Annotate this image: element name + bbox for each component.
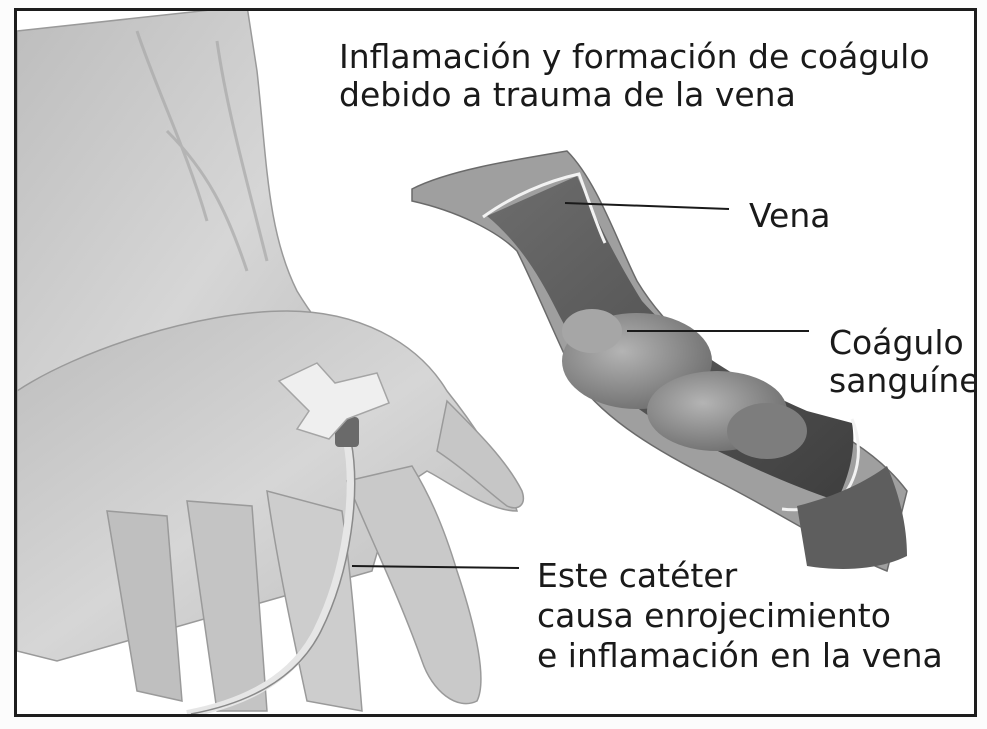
catheter-label: Este catéter causa enrojecimiento e infl… <box>537 556 943 676</box>
figure-frame: Inflamación y formación de coágulo debid… <box>14 8 977 717</box>
catheter-label-line-1: Este catéter <box>537 556 943 596</box>
figure-title-line-1: Inflamación y formación de coágulo <box>339 38 930 76</box>
clot-label: Coágulo sanguíneo <box>829 324 977 400</box>
hand <box>17 11 523 711</box>
finger-index <box>347 466 481 704</box>
catheter-label-line-3: e inflamación en la vena <box>537 636 943 676</box>
figure-title-line-2: debido a trauma de la vena <box>339 76 930 114</box>
leader-line-catheter <box>352 566 519 568</box>
figure-title: Inflamación y formación de coágulo debid… <box>339 38 930 114</box>
clot-mass <box>562 309 622 353</box>
vein-label: Vena <box>749 197 830 235</box>
clot-label-line-2: sanguíneo <box>829 362 977 400</box>
clot-mass <box>727 403 807 459</box>
clot-label-line-1: Coágulo <box>829 324 977 362</box>
catheter-label-line-2: causa enrojecimiento <box>537 596 943 636</box>
